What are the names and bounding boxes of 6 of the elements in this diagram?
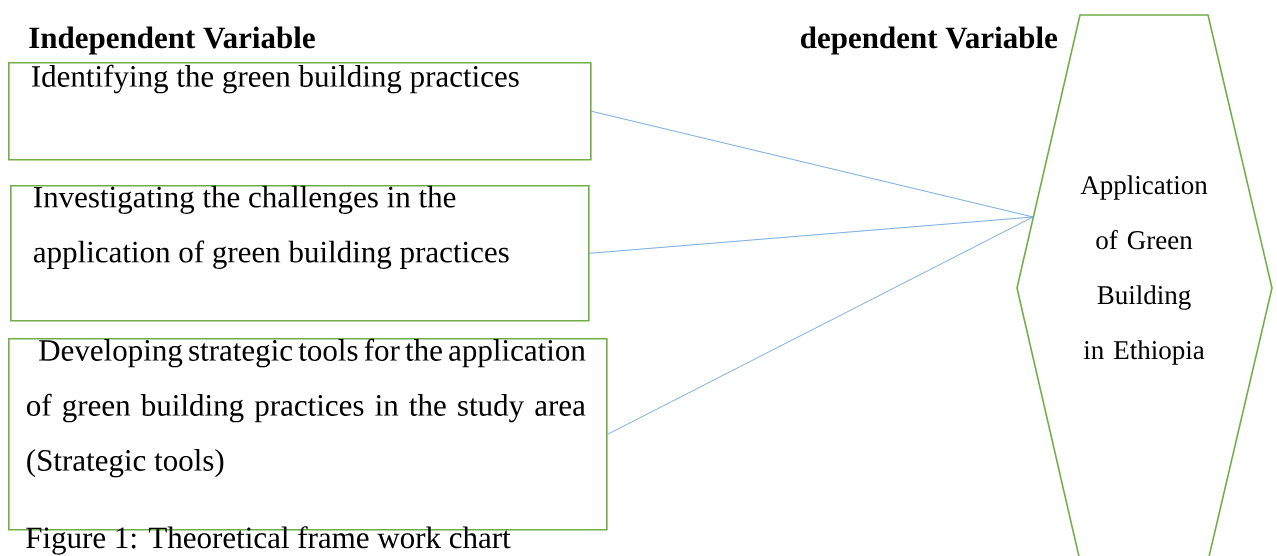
heading: dependent Variable: [801, 26, 1057, 55]
text-box: Identifying the green building practices: [8, 62, 592, 161]
text-box: Investigating the challenges in the application of green building practices: [10, 185, 590, 322]
connector-line: [607, 216, 1034, 435]
connector-line: [591, 110, 1034, 218]
connector-line: [589, 216, 1034, 254]
